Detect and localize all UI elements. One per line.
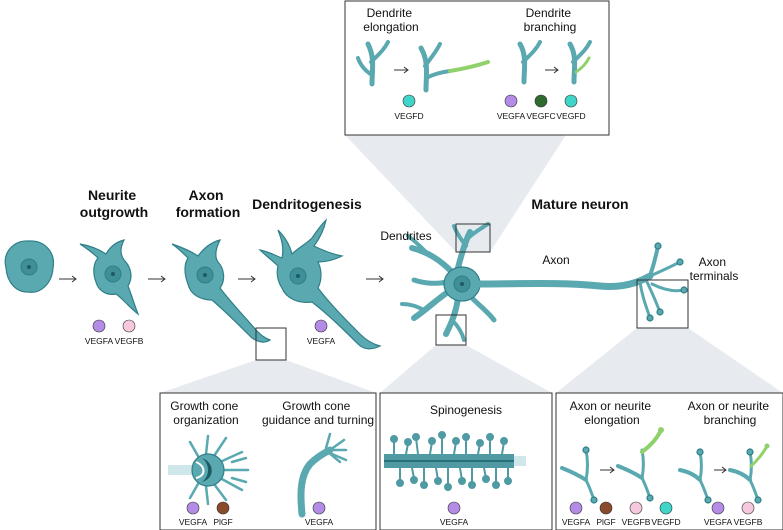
neurite-outgrowth-cell (79, 239, 140, 316)
factor-dot-vegfa-dendritogenesis (314, 319, 328, 333)
factor-label-plgf-organization: PlGF (213, 517, 232, 527)
factor-label-vegfa-dendritogenesis: VEGFA (307, 336, 336, 346)
precursor-cell (4, 240, 55, 293)
factor-label-vegfb-neurite-branching: VEGFB (734, 517, 763, 527)
neurite-branching-highlight (749, 446, 768, 468)
factor-label-vegfa-outgrowth: VEGFA (85, 336, 114, 346)
projection-bottom-left (160, 360, 376, 393)
factor-dot-vegfa-branching (504, 94, 518, 108)
part-label-axon-terminals: Axon terminals (690, 255, 739, 283)
top-zoom-panel (344, 0, 610, 136)
factor-label-vegfd-elongation-bottom: VEGFD (651, 517, 680, 527)
growth-cone-guidance-title: Growth cone guidance and turning (262, 399, 374, 427)
neurite-before-elongation (560, 446, 598, 504)
dendrite-after-branching (567, 40, 592, 85)
dendrite-branching-title: Dendrite branching (524, 6, 577, 34)
growth-cone-guidance-illustration (297, 432, 348, 518)
dendrite-before-branching (517, 40, 542, 85)
factor-dot-vegfb-outgrowth (122, 319, 136, 333)
part-label-dendrites: Dendrites (380, 229, 431, 243)
factor-label-vegfa-guidance: VEGFA (305, 517, 334, 527)
factor-dot-vegfa-guidance (312, 501, 326, 515)
factor-dot-vegfa-neurite-branching (711, 501, 725, 515)
stage-title-neurite-outgrowth: Neurite outgrowth (80, 187, 148, 220)
factor-dot-vegfa-outgrowth (92, 319, 106, 333)
factor-dot-vegfa-elongation (569, 501, 583, 515)
factor-dot-plgf-organization (216, 501, 230, 515)
stage-arrow-3 (238, 275, 256, 283)
neurite-branching-arrow (714, 466, 727, 474)
elongation-arrow (394, 66, 409, 74)
spinogenesis-illustration (384, 431, 526, 491)
stage-arrow-4 (366, 275, 384, 283)
part-label-axon: Axon (542, 253, 569, 267)
growth-cone-organization-illustration (168, 434, 250, 506)
stage-title-mature-neuron: Mature neuron (531, 196, 628, 212)
spinogenesis-title: Spinogenesis (430, 403, 502, 417)
factor-label-vegfa-organization: VEGFA (179, 517, 208, 527)
neurite-branching-title: Axon or neurite branching (688, 399, 773, 427)
stage-arrow-2 (148, 275, 166, 283)
branching-arrow (545, 66, 559, 74)
zoom-square-growth-cone (255, 327, 287, 361)
factor-label-vegfa-neurite-branching: VEGFA (704, 517, 733, 527)
dendrite-after-elongation (418, 42, 490, 93)
factor-dot-vegfd-elongation (402, 94, 416, 108)
growth-cone-organization-title: Growth cone organization (170, 399, 241, 427)
projection-top (345, 135, 566, 252)
factor-dot-vegfd-branching (564, 94, 578, 108)
factor-label-vegfb-elongation: VEGFB (622, 517, 651, 527)
factor-dot-vegfa-spinogenesis (447, 501, 461, 515)
neurite-after-elongation (616, 427, 664, 502)
axon-formation-cell (171, 239, 272, 343)
neurite-elongation-highlight (640, 430, 662, 454)
factor-label-vegfb-outgrowth: VEGFB (115, 336, 144, 346)
dendrite-elongation-title: Dendrite elongation (363, 6, 418, 34)
zoom-square-axon-terminal (636, 279, 689, 329)
projection-bottom-middle (380, 345, 552, 393)
factor-dot-vegfd-elongation-bottom (659, 501, 673, 515)
factor-label-vegfa-elongation: VEGFA (562, 517, 591, 527)
stage-title-axon-formation: Axon formation (176, 187, 241, 220)
factor-dot-vegfc-branching (534, 94, 548, 108)
dendritogenesis-cell (258, 218, 382, 350)
stage-arrow-1 (59, 275, 77, 283)
factor-dot-vegfb-neurite-branching (741, 501, 755, 515)
neurite-elongation-title: Axon or neurite elongation (570, 399, 655, 427)
factor-label-vegfd-branching: VEGFD (556, 111, 585, 121)
factor-label-vegfa-branching: VEGFA (497, 111, 526, 121)
factor-dot-vegfb-elongation (629, 501, 643, 515)
neurite-elongation-arrow (600, 466, 615, 474)
factor-label-vegfc-branching: VEGFC (526, 111, 555, 121)
factor-label-vegfd-elongation: VEGFD (394, 111, 423, 121)
projection-bottom-right (556, 328, 783, 393)
factor-dot-vegfa-organization (186, 501, 200, 515)
factor-label-plgf-elongation: PlGF (596, 517, 615, 527)
neurite-before-branching (678, 448, 712, 504)
dendrite-before-elongation (356, 40, 390, 87)
neurite-after-branching (728, 443, 770, 504)
factor-dot-plgf-elongation (599, 501, 613, 515)
zoom-square-dendrite-bottom (435, 314, 467, 346)
zoom-square-dendrite-top (455, 223, 491, 253)
elongation-growth-highlight (448, 60, 490, 73)
factor-label-vegfa-spinogenesis: VEGFA (440, 517, 469, 527)
branching-growth-highlight (574, 56, 591, 74)
stage-title-dendritogenesis: Dendritogenesis (252, 196, 362, 212)
mature-neuron (400, 222, 688, 342)
